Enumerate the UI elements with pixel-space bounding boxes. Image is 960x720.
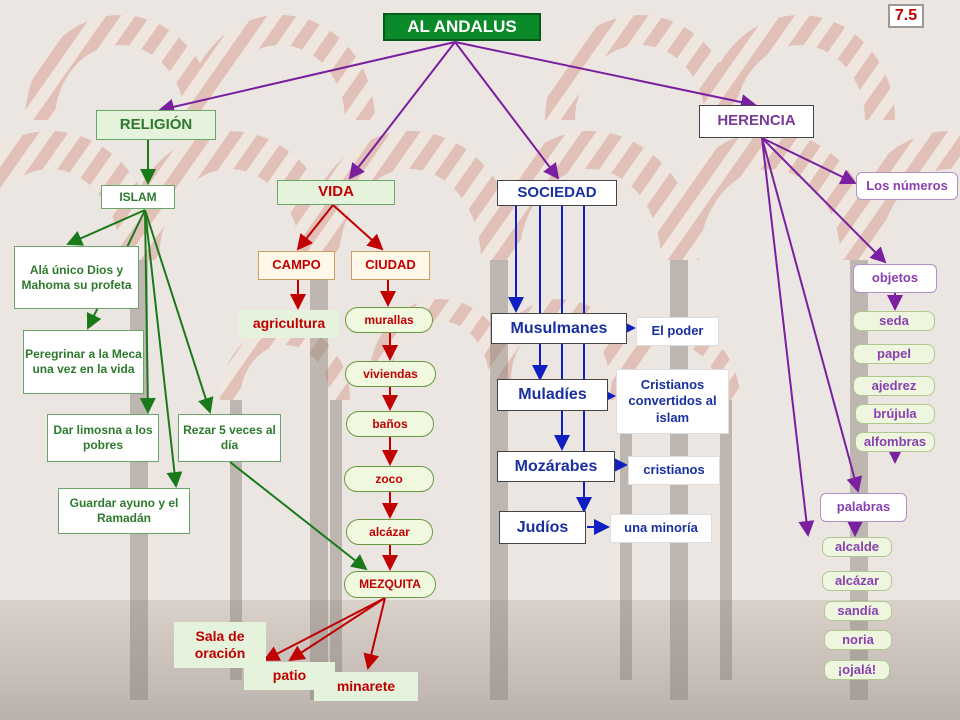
objeto-papel: papel: [853, 344, 935, 364]
city-item-viviendas: viviendas: [345, 361, 436, 387]
agricultura-label: agricultura: [239, 310, 339, 338]
herencia-palabras: palabras: [820, 493, 907, 522]
palabra-alcazar: alcázar: [822, 571, 892, 591]
herencia-heading: HERENCIA: [699, 105, 814, 138]
pillar-one-god-box: Alá único Dios y Mahoma su profeta: [14, 246, 139, 309]
sociedad-heading: SOCIEDAD: [497, 180, 617, 206]
page-title: AL ANDALUS: [383, 13, 541, 41]
mezquita-box: MEZQUITA: [344, 571, 436, 598]
group-muladies: Muladíes: [497, 379, 608, 411]
group-musulmanes: Musulmanes: [491, 313, 627, 344]
ciudad-box: CIUDAD: [351, 251, 430, 280]
objeto-alfombras: alfombras: [855, 432, 935, 452]
group-mozarabes-desc: cristianos: [628, 456, 720, 485]
objeto-seda: seda: [853, 311, 935, 331]
city-item-zoco: zoco: [344, 466, 434, 492]
pillar-prayer-box: Rezar 5 veces al día: [178, 414, 281, 462]
campo-box: CAMPO: [258, 251, 335, 280]
pillar-pilgrimage-box: Peregrinar a la Meca una vez en la vida: [23, 330, 144, 394]
city-item-banos: baños: [346, 411, 434, 437]
religion-heading: RELIGIÓN: [96, 110, 216, 140]
palabra-noria: noria: [824, 630, 892, 650]
group-muladies-desc: Cristianos convertidos al islam: [616, 369, 729, 434]
city-item-murallas: murallas: [345, 307, 433, 333]
city-item-alcazar: alcázar: [346, 519, 433, 545]
pillar-fasting-box: Guardar ayuno y el Ramadán: [58, 488, 190, 534]
page-number-badge: 7.5: [888, 4, 924, 28]
islam-box: ISLAM: [101, 185, 175, 209]
palabra-ojala: ¡ojalá!: [824, 660, 890, 680]
palabra-alcalde: alcalde: [822, 537, 892, 557]
mezquita-sala-oracion: Sala de oración: [174, 622, 266, 668]
objeto-brujula: brújula: [855, 404, 935, 424]
objeto-ajedrez: ajedrez: [853, 376, 935, 396]
palabra-sandia: sandía: [824, 601, 892, 621]
herencia-numeros: Los números: [856, 172, 958, 200]
herencia-objetos: objetos: [853, 264, 937, 293]
group-judios: Judíos: [499, 511, 586, 544]
vida-heading: VIDA: [277, 180, 395, 205]
pillar-alms-box: Dar limosna a los pobres: [47, 414, 159, 462]
group-musulmanes-desc: El poder: [636, 317, 719, 346]
group-judios-desc: una minoría: [610, 514, 712, 543]
group-mozarabes: Mozárabes: [497, 451, 615, 482]
mezquita-minarete: minarete: [314, 672, 418, 701]
